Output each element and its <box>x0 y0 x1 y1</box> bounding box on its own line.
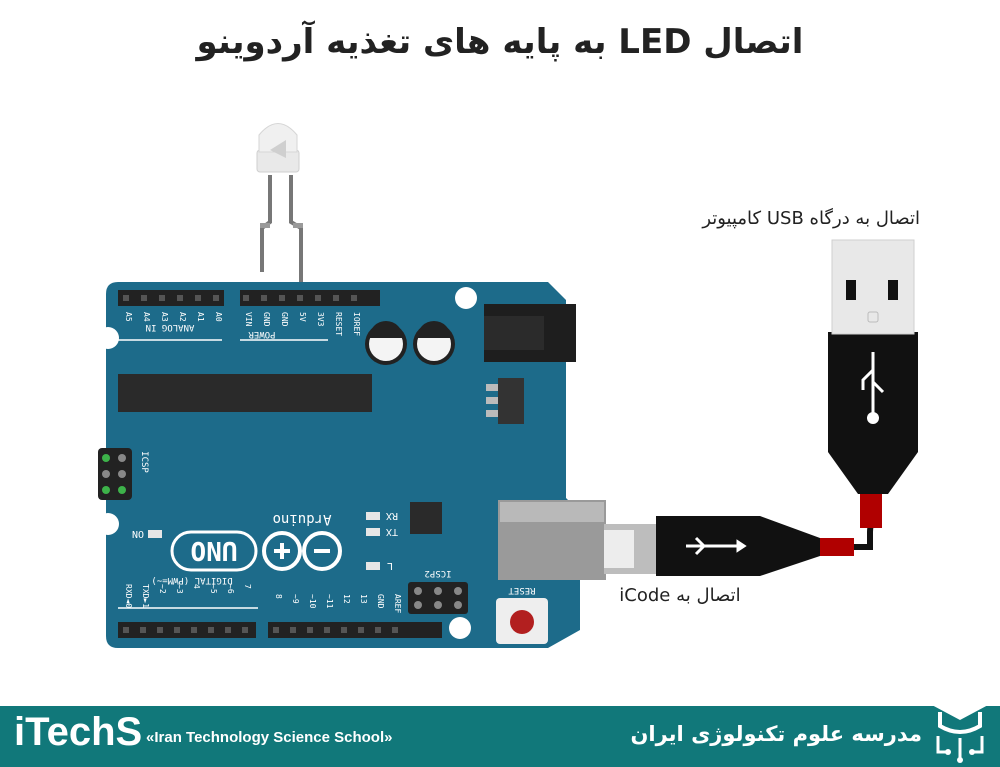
digital-pin-label: 13 <box>359 594 368 604</box>
digital-pin-label: ~3 <box>175 584 184 594</box>
digital-label: DIGITAL (PWM=~) <box>151 575 232 585</box>
power-pin <box>243 295 249 301</box>
digital-pin <box>140 627 146 633</box>
power-label: POWER <box>248 329 276 339</box>
analog-pin-label: A0 <box>214 312 223 322</box>
power-pin <box>261 295 267 301</box>
rx-label: RX <box>386 510 398 521</box>
digital-pin-label: ~11 <box>325 594 334 609</box>
school-logo-icon <box>930 688 990 763</box>
page-title: اتصال LED به پایه های تغذیه آردوینو <box>196 22 804 62</box>
analog-pin-label: A4 <box>142 312 151 322</box>
usb-cable <box>604 239 918 576</box>
analog-pin <box>213 295 219 301</box>
board-model: UNO <box>191 535 238 565</box>
digital-pin <box>324 627 330 633</box>
usb-computer-label: اتصال به درگاه USB کامپیوتر <box>702 208 920 229</box>
digital-pin-label: RXD◄0 <box>124 584 133 608</box>
footer-tagline: «Iran Technology Science School» <box>146 729 393 746</box>
digital-pin-label: ~9 <box>291 594 300 604</box>
icsp2-label: ICSP2 <box>424 568 451 578</box>
digital-pin <box>375 627 381 633</box>
footer-brand: iTechS <box>14 710 143 754</box>
reset-label: RESET <box>508 585 536 595</box>
power-pin <box>333 295 339 301</box>
analog-label: ANALOG IN <box>146 322 195 332</box>
digital-pin-label: 8 <box>274 594 283 599</box>
power-pin-label: 5V <box>298 312 307 322</box>
analog-pin-label: A1 <box>196 312 205 322</box>
analog-pin <box>141 295 147 301</box>
digital-pin <box>392 627 398 633</box>
digital-pin <box>341 627 347 633</box>
analog-pin-label: A2 <box>178 312 187 322</box>
digital-pin-label: ~10 <box>308 594 317 609</box>
digital-pin-label: 7 <box>243 584 252 589</box>
power-pin-label: 3V3 <box>316 312 325 327</box>
tx-label: TX <box>386 526 398 537</box>
icsp-label: ICSP <box>139 451 149 473</box>
digital-pin <box>174 627 180 633</box>
digital-pin <box>290 627 296 633</box>
usb-a-connector <box>831 239 915 335</box>
digital-header-left <box>118 622 256 638</box>
analog-pin <box>123 295 129 301</box>
footer-school-name: مدرسه علوم تکنولوژی ایران <box>630 722 922 746</box>
power-pin-label: RESET <box>334 312 343 336</box>
voltage-regulator <box>498 378 524 424</box>
digital-pin-label: TXD►1 <box>141 584 150 608</box>
digital-header-right <box>268 622 442 638</box>
analog-pin <box>159 295 165 301</box>
led-icon <box>256 123 304 297</box>
digital-pin <box>157 627 163 633</box>
microcontroller-chip <box>118 374 372 412</box>
smd-chip <box>410 502 442 534</box>
digital-pin-label: ~5 <box>209 584 218 594</box>
digital-pin <box>191 627 197 633</box>
digital-pin-label: ~6 <box>226 584 235 594</box>
analog-header <box>118 290 224 306</box>
footer-bar: iTechS «Iran Technology Science School» … <box>0 688 1000 767</box>
digital-pin <box>225 627 231 633</box>
power-pin-label: GND <box>262 312 271 327</box>
power-pin <box>279 295 285 301</box>
digital-pin <box>208 627 214 633</box>
icode-label: اتصال به iCode <box>619 585 741 606</box>
digital-pin <box>242 627 248 633</box>
power-pin-label: VIN <box>244 312 253 327</box>
l-label: L <box>387 560 393 571</box>
digital-pin-label: 4 <box>192 584 201 589</box>
analog-pin-label: A5 <box>124 312 133 322</box>
on-label: ON <box>132 528 144 539</box>
power-pin <box>297 295 303 301</box>
analog-pin-label: A3 <box>160 312 169 322</box>
digital-pin-label: ~2 <box>158 584 167 594</box>
icsp2-header <box>408 582 468 614</box>
digital-pin <box>307 627 313 633</box>
digital-pin-label: AREF <box>393 594 402 613</box>
power-pin-label: IOREF <box>352 312 361 336</box>
power-pin <box>315 295 321 301</box>
digital-pin <box>358 627 364 633</box>
power-pin <box>351 295 357 301</box>
analog-pin <box>177 295 183 301</box>
digital-pin <box>123 627 129 633</box>
digital-pin-label: GND <box>376 594 385 609</box>
digital-pin <box>273 627 279 633</box>
power-header <box>240 290 380 306</box>
digital-pin-label: 12 <box>342 594 351 604</box>
board-brand: Arduino <box>272 511 331 527</box>
power-pin-label: GND <box>280 312 289 327</box>
analog-pin <box>195 295 201 301</box>
